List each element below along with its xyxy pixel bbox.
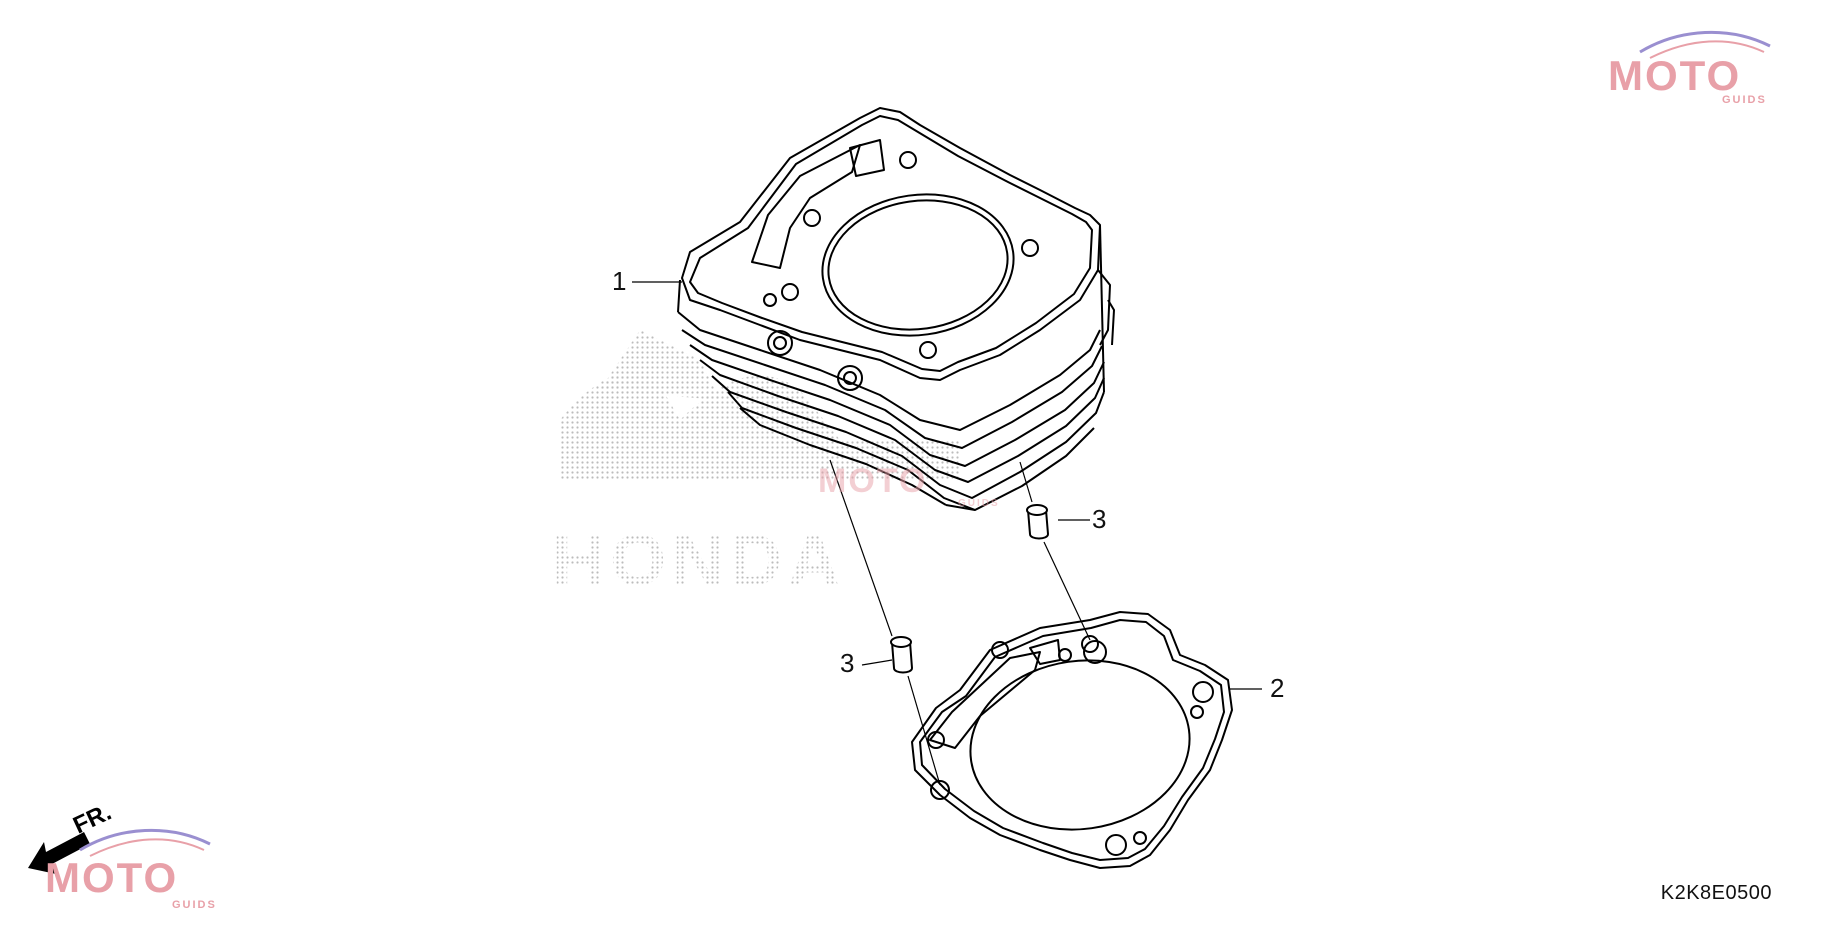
diagram-code: K2K8E0500: [1660, 882, 1772, 904]
dowel-pin-upper: [1026, 504, 1050, 540]
moto-logo-bottom-left: MOTO GUIDS: [45, 828, 217, 911]
dowel-pin-lower: [890, 636, 914, 674]
dowel-pins: [890, 504, 1050, 674]
moto-logo-center: MOTO GUIDS: [818, 462, 1000, 509]
callout-3-lower: 3: [840, 648, 854, 678]
callouts: [632, 281, 1262, 690]
moto-logo-text: MOTO: [1608, 52, 1741, 99]
gasket-drawing: [911, 611, 1233, 869]
alignment-lines: [829, 459, 1091, 786]
moto-logo-text: MOTO: [818, 462, 927, 500]
moto-logo-top-right: MOTO GUIDS: [1608, 30, 1771, 106]
callout-3-upper: 3: [1092, 504, 1106, 534]
cylinder-drawing: [677, 107, 1115, 511]
honda-wordmark: HONDA: [552, 521, 846, 601]
front-label: FR.: [69, 799, 115, 840]
callout-2: 2: [1270, 673, 1284, 703]
moto-logo-text: MOTO: [45, 854, 178, 901]
callout-1: 1: [612, 266, 626, 296]
moto-logo-subtext: GUIDS: [172, 899, 217, 911]
moto-logo-subtext: GUIDS: [958, 498, 1000, 509]
moto-logo-subtext: GUIDS: [1722, 94, 1767, 106]
